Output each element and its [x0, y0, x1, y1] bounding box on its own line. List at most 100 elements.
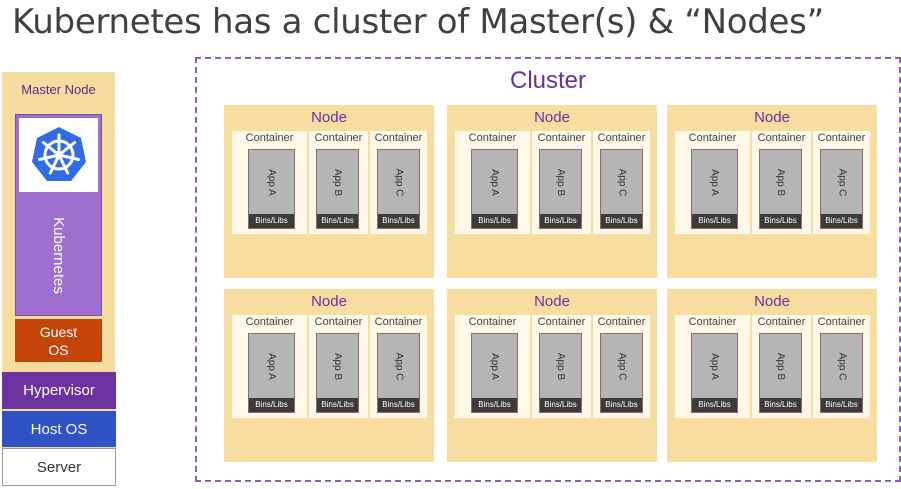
bins-libs-label: Bins/Libs [317, 214, 358, 228]
app-box: App B Bins/Libs [316, 333, 359, 413]
app-box: App C Bins/Libs [377, 149, 420, 229]
app-label: App A [265, 168, 277, 196]
container-label: Container [817, 316, 866, 328]
app-label: App B [775, 352, 786, 380]
app-box: App B Bins/Libs [759, 149, 802, 229]
bins-libs-label: Bins/Libs [760, 214, 801, 228]
container-label: Container [374, 316, 423, 328]
bins-libs-label: Bins/Libs [472, 214, 517, 228]
app-label: App A [708, 168, 720, 196]
app-box: App B Bins/Libs [539, 333, 582, 413]
bins-libs-label: Bins/Libs [601, 214, 642, 228]
app-label: App C [835, 352, 847, 380]
app-label: App C [392, 352, 404, 380]
node-label: Node [311, 293, 347, 310]
container-label: Container [597, 316, 646, 328]
bins-libs-label: Bins/Libs [760, 398, 801, 412]
app-label: App C [615, 168, 627, 196]
container-label: Container [245, 316, 294, 328]
app-label: App A [708, 352, 720, 380]
container-label: Container [537, 316, 586, 328]
kubernetes-logo [19, 118, 98, 192]
container-label: Container [468, 132, 517, 144]
app-label: App A [265, 352, 277, 380]
container-label: Container [597, 132, 646, 144]
node-label: Node [754, 293, 790, 310]
container-label: Container [314, 132, 363, 144]
app-label: App B [775, 168, 786, 196]
guest-os-line2: OS [48, 341, 69, 358]
hypervisor-block: Hypervisor [2, 372, 116, 409]
bins-libs-label: Bins/Libs [378, 398, 419, 412]
app-label: App B [332, 352, 343, 380]
container-label: Container [757, 132, 806, 144]
bins-libs-label: Bins/Libs [821, 214, 862, 228]
bins-libs-label: Bins/Libs [821, 398, 862, 412]
node-label: Node [754, 109, 790, 126]
app-box: App A Bins/Libs [691, 333, 738, 413]
app-box: App C Bins/Libs [820, 149, 863, 229]
app-box: App C Bins/Libs [377, 333, 420, 413]
bins-libs-label: Bins/Libs [540, 214, 581, 228]
app-label: App A [488, 168, 500, 196]
bins-libs-label: Bins/Libs [601, 398, 642, 412]
app-box: App A Bins/Libs [248, 149, 295, 229]
app-label: App C [615, 352, 627, 380]
app-label: App B [555, 168, 566, 196]
bins-libs-label: Bins/Libs [540, 398, 581, 412]
bins-libs-label: Bins/Libs [249, 398, 294, 412]
bins-libs-label: Bins/Libs [692, 214, 737, 228]
app-box: App C Bins/Libs [820, 333, 863, 413]
kubernetes-label: Kubernetes [49, 216, 67, 294]
kubernetes-box: Kubernetes [15, 114, 102, 316]
app-label: App B [332, 168, 343, 196]
container-label: Container [688, 132, 737, 144]
host-os-block: Host OS [2, 411, 116, 447]
guest-os-block: Guest OS [15, 319, 102, 362]
app-box: App C Bins/Libs [600, 333, 643, 413]
bins-libs-label: Bins/Libs [249, 214, 294, 228]
master-node-stack: Master Node Kubernetes [2, 72, 115, 484]
app-box: App B Bins/Libs [759, 333, 802, 413]
container-label: Container [245, 132, 294, 144]
node-label: Node [311, 109, 347, 126]
app-label: App C [392, 168, 404, 196]
bins-libs-label: Bins/Libs [378, 214, 419, 228]
app-box: App A Bins/Libs [248, 333, 295, 413]
bins-libs-label: Bins/Libs [692, 398, 737, 412]
app-box: App B Bins/Libs [316, 149, 359, 229]
container-label: Container [314, 316, 363, 328]
container-label: Container [817, 132, 866, 144]
node-label: Node [534, 109, 570, 126]
master-node-label: Master Node [21, 82, 96, 97]
kubernetes-vertical-label: Kubernetes [16, 200, 101, 310]
container-label: Container [757, 316, 806, 328]
bins-libs-label: Bins/Libs [317, 398, 358, 412]
app-label: App B [555, 352, 566, 380]
kubernetes-helm-icon [31, 127, 86, 181]
container-label: Container [468, 316, 517, 328]
app-label: App C [835, 168, 847, 196]
app-box: App B Bins/Libs [539, 149, 582, 229]
